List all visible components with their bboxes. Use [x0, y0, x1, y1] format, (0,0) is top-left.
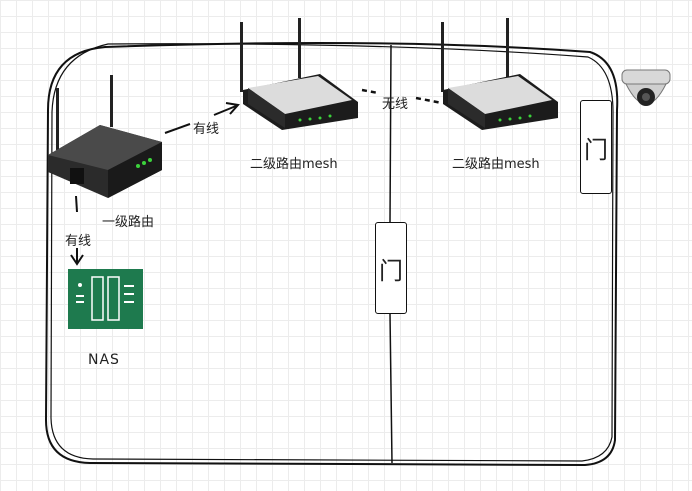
- door-1: 门: [375, 222, 407, 314]
- security-camera-icon: [621, 69, 671, 106]
- mesh-router-2-icon: [441, 18, 558, 130]
- mesh-router-1-label: 二级路由mesh: [250, 157, 338, 172]
- house-outline-sketch: [50, 43, 614, 462]
- nas-icon: [68, 269, 143, 329]
- interior-wall: [389, 44, 393, 464]
- wired-link-to-mesh: [164, 102, 240, 134]
- door-2: 门: [580, 100, 612, 194]
- nas-label: NAS: [88, 352, 120, 368]
- wired-label-nas: 有线: [65, 234, 92, 249]
- primary-router-label: 一级路由: [102, 215, 155, 230]
- wired-label-mesh: 有线: [193, 122, 220, 137]
- house-outline: [44, 42, 619, 467]
- mesh-router-1-icon: [240, 18, 358, 130]
- primary-router-icon: [48, 75, 162, 198]
- wireless-link: [361, 88, 443, 105]
- wired-link-to-nas: [70, 195, 84, 266]
- mesh-router-2-label: 二级路由mesh: [452, 157, 540, 172]
- door-2-label: 门: [584, 135, 608, 164]
- door-1-label: 门: [379, 256, 403, 285]
- wireless-label: 无线: [382, 97, 409, 112]
